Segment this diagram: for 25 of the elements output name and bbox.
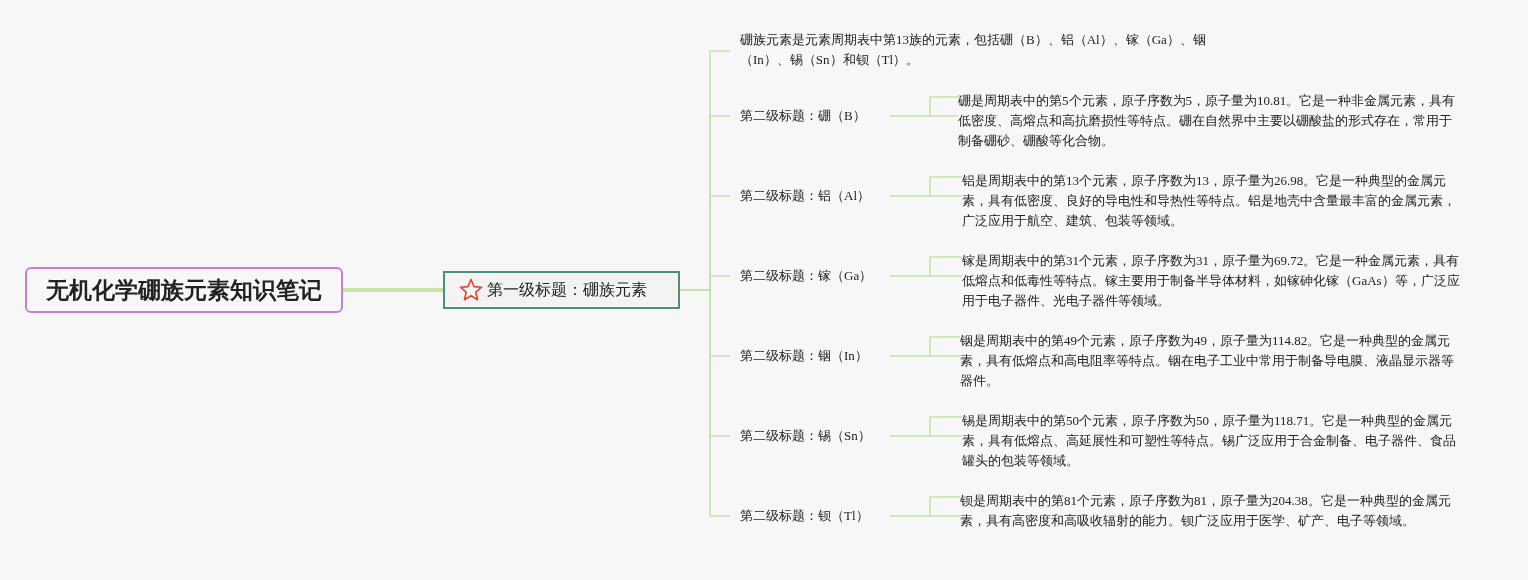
connector-line xyxy=(889,336,961,357)
root-topic-box xyxy=(25,267,343,313)
description-text: 镓是周期表中的第31个元素，原子序数为31，原子量为69.72。它是一种金属元素，具有低熔点和低毒性等特点。镓主要用于制备半导体材料，如镓砷化镓（GaAs）等，广泛应用于电子器件、光电子器件等领域。 xyxy=(962,252,1461,310)
connector-line xyxy=(889,496,961,517)
description-text: 锡是周期表中的第50个元素，原子序数为50，原子量为118.71。它是一种典型的金属元素，具有低熔点、高延展性和可塑性等特点。锡广泛应用于合金制备、电子器件、食品罐头的包装等领域。 xyxy=(962,412,1457,470)
topic-label: 无机化学硼族元素知识笔记 xyxy=(46,275,322,305)
description-text: 铟是周期表中的第49个元素，原子序数为49，原子量为114.82。它是一种典型的金属元素，具有低熔点和高电阻率等特点。铟在电子工业中常用于制备导电膜、液晶显示器等器件。 xyxy=(960,332,1455,390)
connector-line xyxy=(889,256,963,277)
subtopic-text: 第二级标题：铟（In） xyxy=(740,347,868,365)
connector-line xyxy=(889,96,959,117)
note-text: 硼族元素是元素周期表中第13族的元素，包括硼（B）、铝（Al）、镓（Ga）、铟（In）、锡（Sn）和钡（Tl）。 xyxy=(740,31,1207,69)
description-text: 钡是周期表中的第81个元素，原子序数为81，原子量为204.38。它是一种典型的金属元素，具有高密度和高吸收辐射的能力。钡广泛应用于医学、矿产、电子等领域。 xyxy=(960,492,1452,530)
connector-line xyxy=(343,288,443,292)
connector-line xyxy=(889,416,963,437)
subtopic-text: 第二级标题：镓（Ga） xyxy=(740,267,873,285)
subtopic-text: 第二级标题：硼（B） xyxy=(740,107,866,125)
subtopic-text: 第二级标题：铝（Al） xyxy=(740,187,870,205)
subtopic-text: 第二级标题：锡（Sn） xyxy=(740,427,871,445)
description-text: 硼是周期表中的第5个元素，原子序数为5，原子量为10.81。它是一种非金属元素，具有低密度、高熔点和高抗磨损性等特点。硼在自然界中主要以硼酸盐的形式存在，常用于制备硼砂、硼酸等化合物。 xyxy=(958,92,1457,150)
main-topic-box xyxy=(443,271,680,309)
connector-line xyxy=(679,289,731,517)
topic-label: 第一级标题：硼族元素 xyxy=(487,279,647,301)
connector-line xyxy=(889,176,963,197)
description-text: 铝是周期表中的第13个元素，原子序数为13，原子量为26.98。它是一种典型的金属元素，具有低密度、良好的导电性和导热性等特点。铝是地壳中含量最丰富的金属元素，广泛应用于航空、建筑、包装等领域。 xyxy=(962,172,1457,230)
subtopic-text: 第二级标题：钡（Tl） xyxy=(740,507,869,525)
